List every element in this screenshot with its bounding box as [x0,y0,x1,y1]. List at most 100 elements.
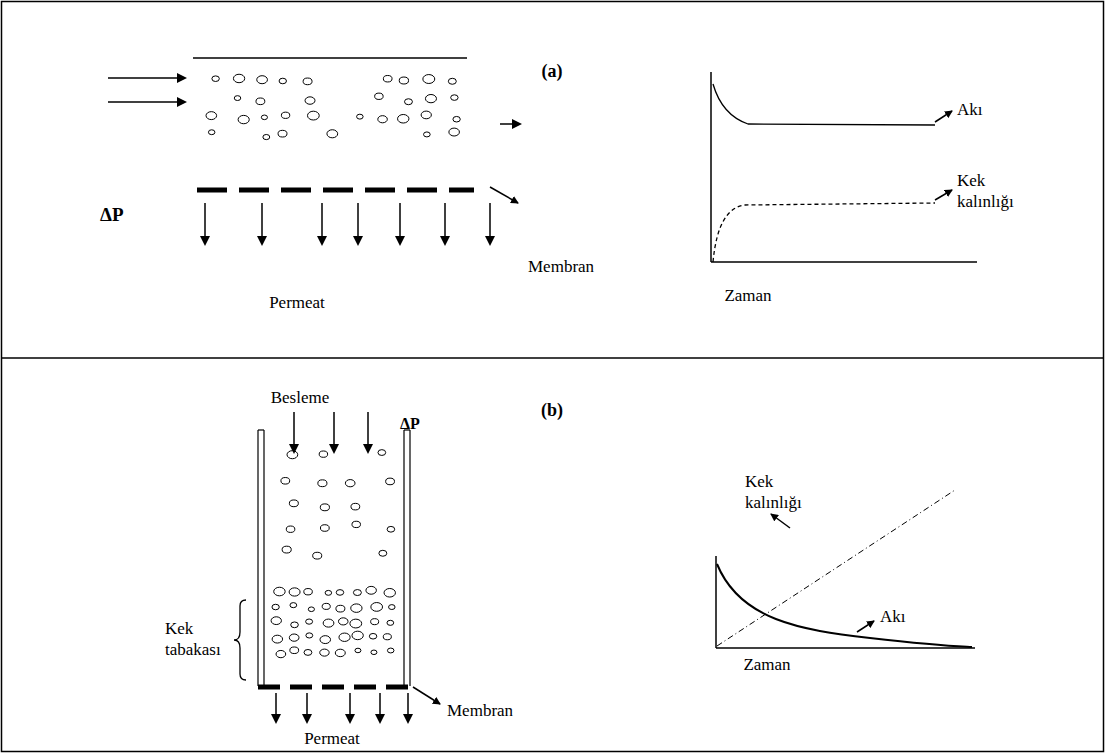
particle [271,617,281,625]
particle [449,128,460,136]
particle [453,116,460,122]
particle [289,634,299,641]
curve-label: Kek kalınlığı [957,170,1027,213]
particle [375,93,383,99]
flow-label: Permeat [269,292,325,313]
particle [238,115,249,123]
particle [278,130,287,137]
particle [357,114,364,119]
particle [320,636,331,644]
particle [256,98,265,105]
particle [378,450,386,456]
particle [389,605,396,610]
particle [289,500,298,507]
particle [387,620,394,625]
particle [345,480,355,487]
particle [308,607,314,612]
panel-label: (b) [541,399,563,422]
particle [208,130,214,135]
particle [451,95,458,101]
particle [350,619,362,628]
particle [379,550,387,556]
particle [371,650,377,655]
particle [274,587,285,596]
particle [404,99,412,105]
particle [318,480,327,487]
particle [206,112,217,120]
particle [399,77,408,84]
curve-label: Akı [880,606,906,627]
pressure-label: ΔP [400,414,420,434]
particle [305,97,315,104]
deadend-cell [234,412,440,722]
particle [287,451,298,459]
particle [289,588,300,596]
particle [369,633,376,639]
curve-label: Kek kalınlığı [745,471,815,514]
particle [272,635,282,643]
particle [384,588,395,597]
axis-label: Zaman [724,285,771,306]
particle [234,96,240,101]
curve-label: Akı [957,99,983,120]
panel-label: (a) [542,60,563,83]
particle [290,603,297,608]
particle [272,604,279,610]
particle [303,78,312,85]
particle [304,649,312,655]
pressure-label: ΔP [100,203,124,227]
particle [291,622,299,628]
particle [306,619,313,624]
particle [320,504,329,511]
particle [257,76,268,84]
particle [290,647,299,654]
graph-a [711,72,977,262]
particle [276,650,286,657]
graph-b [716,490,975,648]
particle [313,552,322,559]
flow-label: Permeat [304,728,360,749]
particle [378,116,388,123]
particle [282,546,291,553]
axis-label: Zaman [743,654,790,675]
particle [286,526,295,532]
particle [304,589,313,595]
particle [320,525,329,532]
particle [263,134,270,139]
particle [338,618,348,625]
divider [1,357,1104,359]
part-label: Membran [447,700,513,721]
particle [351,503,360,510]
particle [366,586,376,594]
particle [424,132,431,137]
particle [383,75,392,81]
flow-label: Besleme [271,387,330,408]
particle [335,649,345,656]
particle [425,94,436,102]
particle [383,634,391,640]
particle [355,648,361,653]
particle [352,521,360,527]
particle [323,619,334,627]
particle [322,603,330,609]
particle [371,603,383,612]
particle [448,78,456,84]
particle [320,649,329,656]
particle [336,605,345,612]
particle [308,111,320,120]
particle [352,631,363,639]
particle [398,114,409,123]
particle [319,451,327,457]
particle [233,74,244,82]
particle [325,590,332,595]
particle [279,78,286,84]
particle [353,590,361,596]
particle [281,478,290,485]
particle [387,526,395,532]
particle [421,111,431,119]
particle [423,75,435,84]
particle [387,648,394,653]
particle [261,115,267,120]
